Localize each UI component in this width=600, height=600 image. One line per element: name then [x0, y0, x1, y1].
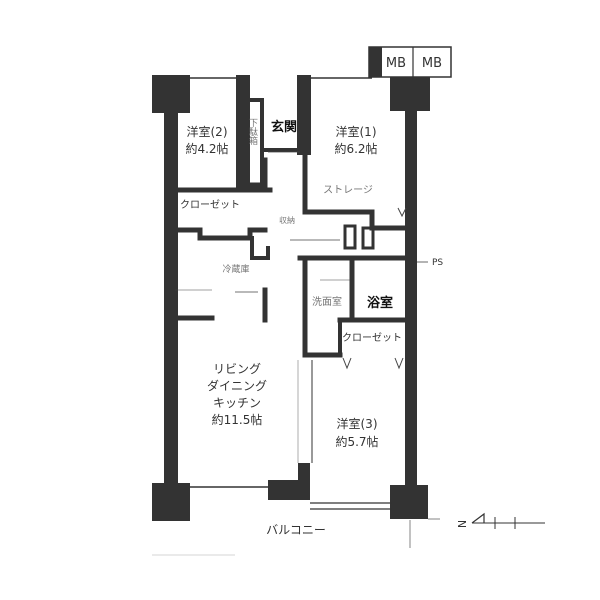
closet-west-name: クローゼット [180, 199, 240, 211]
entrance-name: 玄関 [271, 119, 297, 135]
western3-area: 約5.7帖 [335, 434, 378, 449]
ldk-name-1: リビング [213, 362, 261, 376]
meter-box-group: MB MB [368, 46, 452, 78]
ldk-name-3: キッチン [213, 396, 261, 410]
exterior-walls [152, 75, 430, 521]
ldk-name-2: ダイニング [207, 378, 267, 393]
fridge-label: 冷蔵庫 [222, 263, 249, 275]
compass-north-label: N [456, 520, 469, 528]
western1-area: 約6.2帖 [334, 141, 377, 156]
shoebox-name: 下駄箱 [247, 118, 258, 146]
detail-lines [152, 151, 440, 556]
closet-east-name: クローゼット [342, 332, 402, 344]
interior-walls [169, 87, 408, 463]
western2-area: 約4.2帖 [185, 141, 228, 156]
ldk-area: 約11.5帖 [212, 412, 263, 427]
balcony-label: バルコニー [266, 523, 326, 537]
washroom-name: 洗面室 [312, 295, 342, 308]
meter-box-label-1: MB [386, 56, 406, 71]
room-labels: 洋室(2) 約4.2帖 玄関 下駄箱 洋室(1) 約6.2帖 ストレージ クロー… [180, 118, 443, 537]
western2-name: 洋室(2) [187, 124, 228, 139]
compass-icon: N [456, 512, 545, 529]
storage-name: ストレージ [323, 185, 373, 196]
western3-name: 洋室(3) [337, 416, 378, 431]
meter-box-label-2: MB [422, 56, 442, 71]
western1-name: 洋室(1) [336, 124, 377, 139]
hallway-storage-label: 収納 [279, 215, 295, 225]
bathroom-name: 浴室 [367, 295, 393, 311]
ps-label: PS [432, 258, 443, 268]
